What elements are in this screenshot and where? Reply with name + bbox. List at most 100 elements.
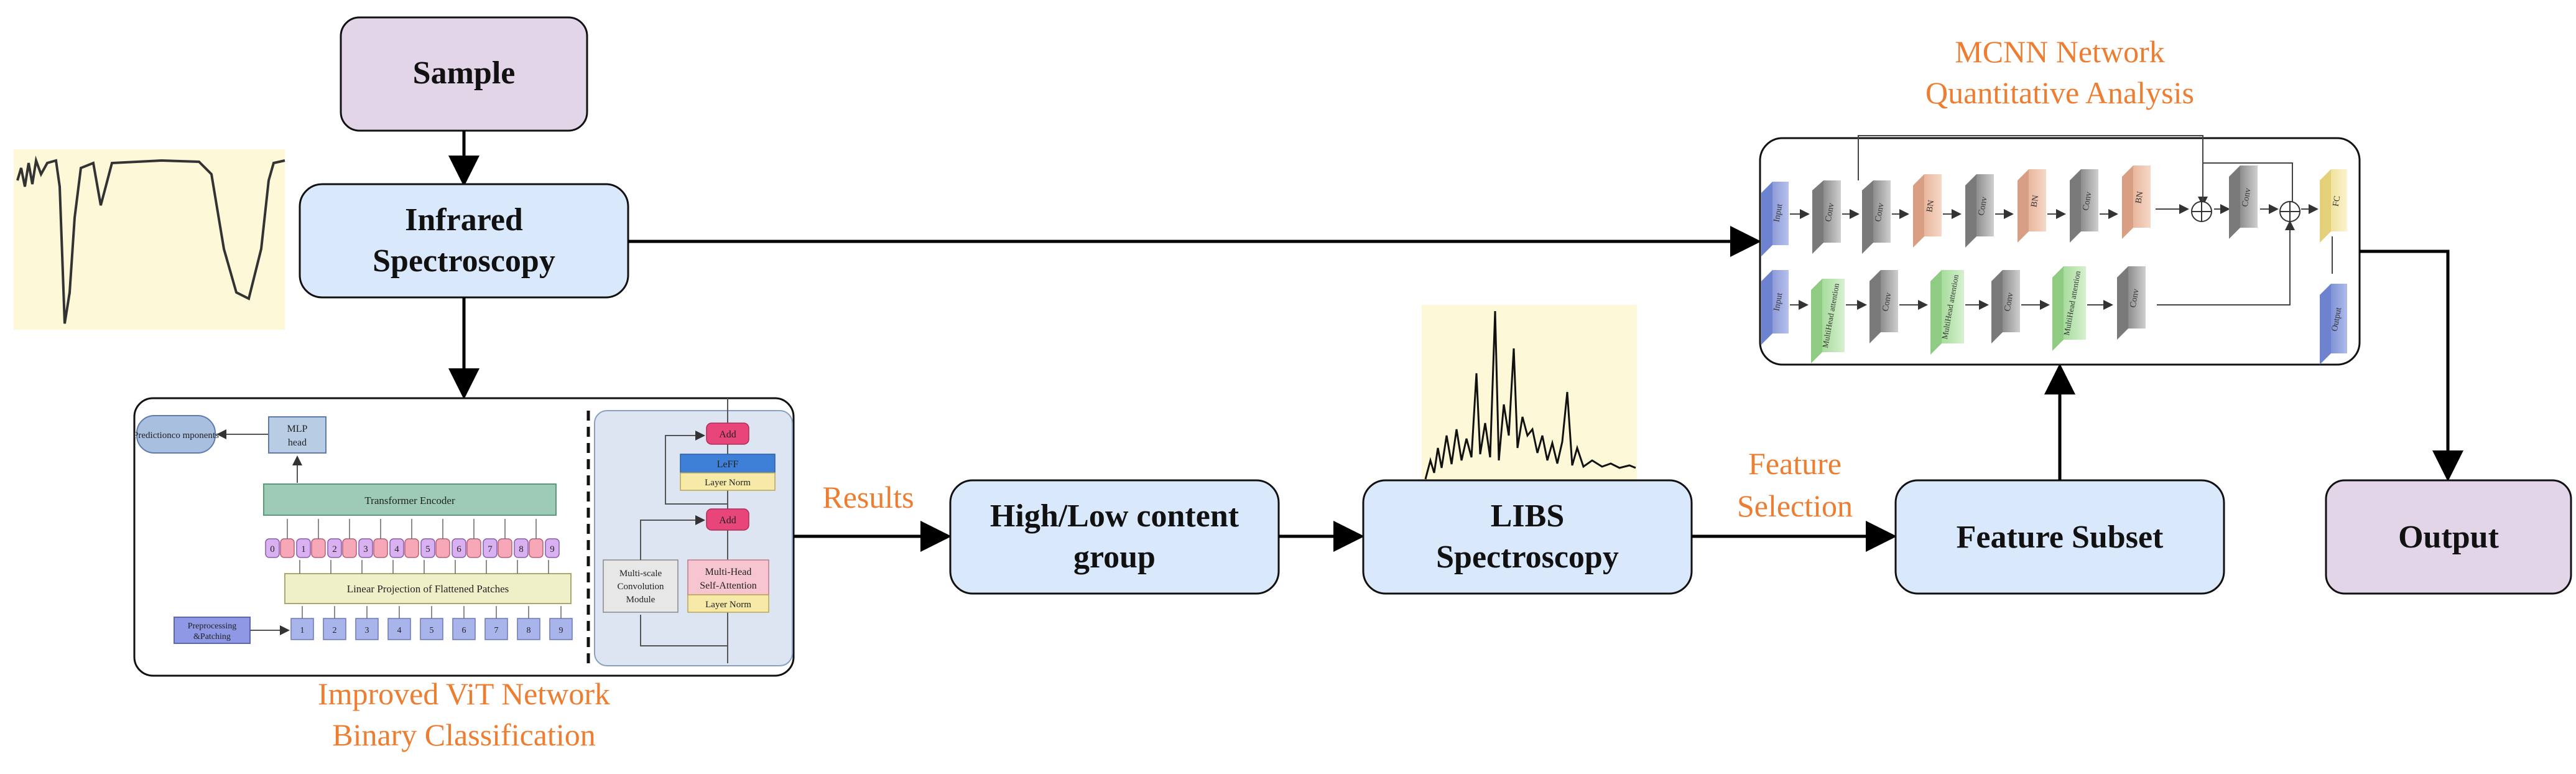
token: 2 xyxy=(327,538,342,558)
add-circle-icon xyxy=(2279,201,2300,222)
mcnn-caption-2: Quantitative Analysis xyxy=(1925,75,2194,110)
mcnn-block-conv: Conv xyxy=(2117,266,2146,340)
mcnn-block-bn: BN xyxy=(2122,166,2151,239)
output-node: Output xyxy=(2325,479,2572,595)
libs-label-1: LIBS xyxy=(1491,498,1565,534)
transformer-encoder-label: Transformer Encoder xyxy=(364,495,455,506)
svg-text:2: 2 xyxy=(333,626,337,635)
patch: 2 xyxy=(323,618,346,640)
svg-text:2: 2 xyxy=(332,544,337,554)
leff-box: LeFF Layer Norm xyxy=(680,454,776,491)
svg-text:1: 1 xyxy=(301,544,306,554)
svg-text:4: 4 xyxy=(394,544,399,554)
highlow-label-1: High/Low content xyxy=(990,498,1239,534)
mcnn-block-conv: Conv xyxy=(2229,166,2258,239)
mlp-label-1: MLP xyxy=(287,424,308,434)
results-label: Results xyxy=(822,480,914,515)
msa-box: Multi-Head Self-Attention Layer Norm xyxy=(687,559,769,613)
libs-node: LIBS Spectroscopy xyxy=(1362,479,1693,595)
svg-text:1: 1 xyxy=(300,626,305,635)
svg-text:BN: BN xyxy=(2134,191,2145,205)
token: 8 xyxy=(514,538,529,558)
svg-text:9: 9 xyxy=(550,544,555,554)
svg-text:8: 8 xyxy=(527,626,531,635)
mcnn-block-conv: Conv xyxy=(1862,180,1891,254)
libs-spectrum-image xyxy=(1422,305,1637,483)
sample-label: Sample xyxy=(413,55,516,91)
svg-text:6: 6 xyxy=(462,626,466,635)
svg-text:3: 3 xyxy=(363,544,368,554)
mcnn-block-bn: BN xyxy=(1913,174,1942,248)
highlow-node: High/Low content group xyxy=(949,479,1280,595)
mcnn-bottom-row: Input MultiHead attention Conv MultiHead… xyxy=(1761,236,2347,365)
token: 6 xyxy=(452,538,466,558)
svg-text:8: 8 xyxy=(519,544,524,554)
infrared-label-2: Spectroscopy xyxy=(373,243,555,279)
mcnn-top-row: Input Conv Conv BN Conv BN Conv BN Conv xyxy=(1761,166,2347,256)
mcnn-block-conv: Conv xyxy=(1991,270,2020,343)
token: 7 xyxy=(483,538,498,558)
encoder-detail-panel: Add LeFF Layer Norm Add Multi-Head Self-… xyxy=(594,398,793,666)
token: 9 xyxy=(545,538,560,558)
svg-text:Input: Input xyxy=(1772,203,1785,223)
patch: 1 xyxy=(290,618,314,640)
svg-text:4: 4 xyxy=(397,626,402,635)
svg-text:9: 9 xyxy=(559,626,563,635)
patch: 9 xyxy=(549,618,573,640)
mcnn-panel: Input Conv Conv BN Conv BN Conv BN Conv xyxy=(1759,135,2361,366)
msa-label-2: Self-Attention xyxy=(700,580,757,591)
highlow-label-2: group xyxy=(1073,539,1156,575)
svg-text:Input: Input xyxy=(1772,292,1785,312)
preprocessing-label-2: &Patching xyxy=(193,632,231,641)
mcnn-block-input: Input xyxy=(1761,182,1789,256)
infrared-spectrum-image xyxy=(14,149,285,330)
mcnn-block-attention: MultiHead attention xyxy=(1930,270,1964,355)
svg-text:5: 5 xyxy=(430,626,434,635)
mcnn-caption-1: MCNN Network xyxy=(1955,34,2164,69)
token: 4 xyxy=(389,538,404,558)
add-top-box: Add xyxy=(706,422,749,445)
patch: 6 xyxy=(452,618,476,640)
multiscale-conv-box: Multi-scale Convolution Module xyxy=(603,559,679,613)
preprocessing-label-1: Preprocessing xyxy=(188,622,237,631)
token: 1 xyxy=(296,538,311,558)
infrared-node: Infrared Spectroscopy xyxy=(299,183,629,299)
svg-text:6: 6 xyxy=(456,544,461,554)
svg-text:Conv: Conv xyxy=(2003,292,2016,312)
svg-text:5: 5 xyxy=(425,544,430,554)
patch: 3 xyxy=(355,618,379,640)
svg-text:Conv: Conv xyxy=(2082,191,2094,211)
patch: 8 xyxy=(517,618,540,640)
sample-node: Sample xyxy=(340,16,588,132)
patch-row: 1 2 3 4 5 6 7 8 9 xyxy=(290,606,573,640)
svg-text:Conv: Conv xyxy=(1824,202,1837,222)
linear-projection-box: Linear Projection of Flattened Patches xyxy=(284,560,572,604)
svg-text:BN: BN xyxy=(2029,195,2041,208)
vit-panel: Predictionco mponents MLP head Transform… xyxy=(133,397,795,677)
token: 0 xyxy=(265,538,280,558)
add-mid-box: Add xyxy=(706,508,749,531)
preprocessing-box: Preprocessing &Patching xyxy=(174,617,290,644)
vit-caption-1: Improved ViT Network xyxy=(318,676,610,711)
token: 5 xyxy=(420,538,435,558)
layer-norm-top-label: Layer Norm xyxy=(705,478,751,488)
transformer-encoder-box: Transformer Encoder xyxy=(263,483,557,516)
add-top-label: Add xyxy=(719,429,736,440)
vit-caption-2: Binary Classification xyxy=(332,717,596,752)
svg-text:Conv: Conv xyxy=(2241,187,2253,207)
svg-text:Conv: Conv xyxy=(2129,288,2141,308)
mcnn-block-attention: MultiHead attention xyxy=(2052,266,2086,351)
svg-text:7: 7 xyxy=(488,544,493,554)
feature-selection-label-1: Feature xyxy=(1748,446,1842,481)
msa-label-1: Multi-Head xyxy=(705,567,752,577)
libs-label-2: Spectroscopy xyxy=(1436,539,1619,575)
patch: 4 xyxy=(387,618,411,640)
linear-projection-label: Linear Projection of Flattened Patches xyxy=(347,583,509,595)
msconv-label-2: Convolution xyxy=(617,582,664,592)
add-mid-label: Add xyxy=(719,515,736,526)
mcnn-block-attention: MultiHead attention xyxy=(1811,279,1845,363)
mcnn-block-conv: Conv xyxy=(1869,270,1898,343)
token-row: 0 1 2 3 4 5 6 7 8 9 xyxy=(265,519,560,558)
infrared-label-1: Infrared xyxy=(405,202,523,238)
msconv-label-3: Module xyxy=(626,595,656,605)
